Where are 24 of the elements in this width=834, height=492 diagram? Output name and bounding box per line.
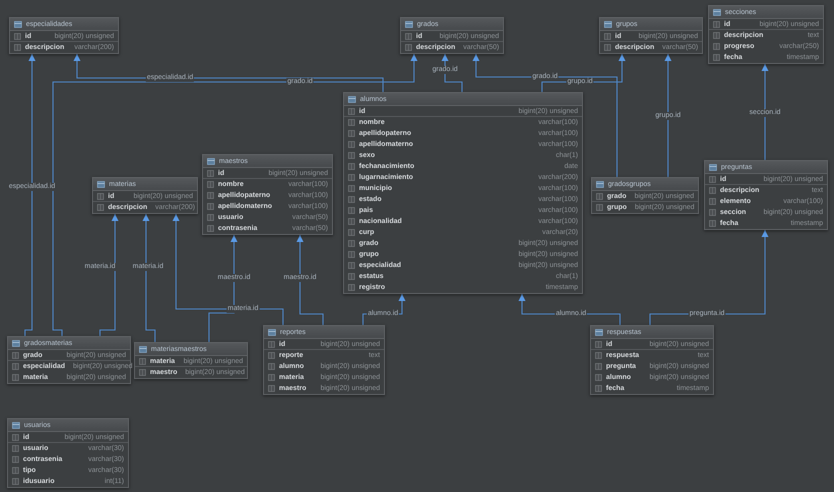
- relation-arrow: [52, 54, 418, 336]
- table-box: [708, 5, 824, 64]
- table-box: [590, 325, 714, 395]
- table-box: [343, 92, 583, 294]
- relation-arrow: [142, 214, 156, 342]
- table-box: [591, 177, 699, 214]
- table-box: [704, 160, 828, 230]
- relation-arrow: [208, 235, 238, 342]
- table-box: [9, 17, 119, 54]
- table-box: [134, 342, 248, 379]
- relation-arrow: [442, 54, 463, 92]
- table-box: [202, 154, 333, 235]
- relation-arrow: [24, 54, 36, 336]
- relation-arrow: [99, 214, 118, 336]
- relation-arrow: [664, 54, 672, 177]
- relation-arrow: [296, 235, 324, 325]
- table-box: [7, 336, 131, 384]
- table-box: [263, 325, 385, 395]
- table-box: [400, 17, 504, 54]
- table-box: [7, 418, 129, 488]
- relation-arrow: [762, 64, 768, 160]
- table-box: [599, 17, 703, 54]
- table-box: [92, 177, 198, 214]
- relation-arrow: [472, 54, 618, 177]
